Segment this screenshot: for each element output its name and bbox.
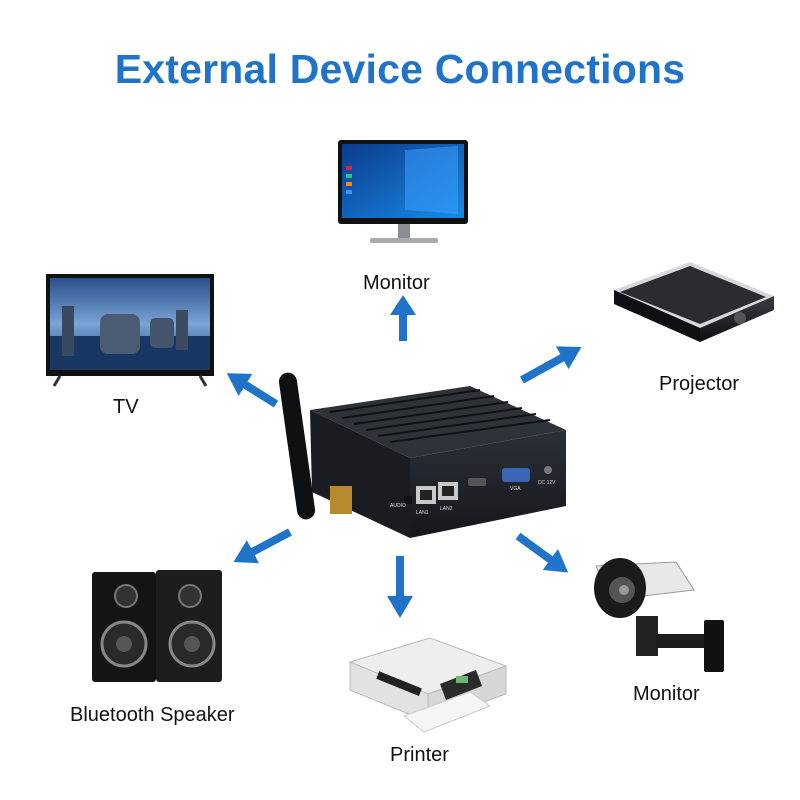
label-printer: Printer bbox=[390, 744, 449, 766]
page-title: External Device Connections bbox=[114, 46, 686, 92]
label-tv: TV bbox=[113, 396, 139, 418]
port-label-lan1: LAN1 bbox=[416, 510, 429, 516]
label-camera-monitor: Monitor bbox=[633, 683, 700, 705]
arrow-to-monitor bbox=[390, 295, 416, 341]
arrow-to-projector bbox=[520, 346, 582, 384]
monitor-icon bbox=[338, 140, 468, 243]
projector-icon bbox=[614, 262, 774, 342]
arrow-to-camera bbox=[515, 532, 569, 573]
port-label-audio: AUDIO bbox=[390, 503, 406, 509]
port-label-dc: DC 12V bbox=[538, 480, 556, 486]
label-bluetooth-speaker: Bluetooth Speaker bbox=[70, 704, 235, 726]
arrow-to-tv bbox=[226, 373, 279, 408]
arrow-to-speaker bbox=[233, 528, 292, 564]
label-monitor: Monitor bbox=[363, 272, 430, 294]
speaker-icon bbox=[92, 570, 222, 682]
label-projector: Projector bbox=[659, 373, 740, 395]
camera-icon bbox=[594, 558, 724, 672]
printer-icon bbox=[348, 637, 508, 733]
port-label-lan2: LAN2 bbox=[440, 506, 453, 512]
port-label-vga: VGA bbox=[510, 486, 521, 492]
tv-icon bbox=[46, 274, 214, 387]
arrow-to-printer bbox=[387, 556, 413, 618]
mini-pc-icon bbox=[278, 372, 566, 538]
